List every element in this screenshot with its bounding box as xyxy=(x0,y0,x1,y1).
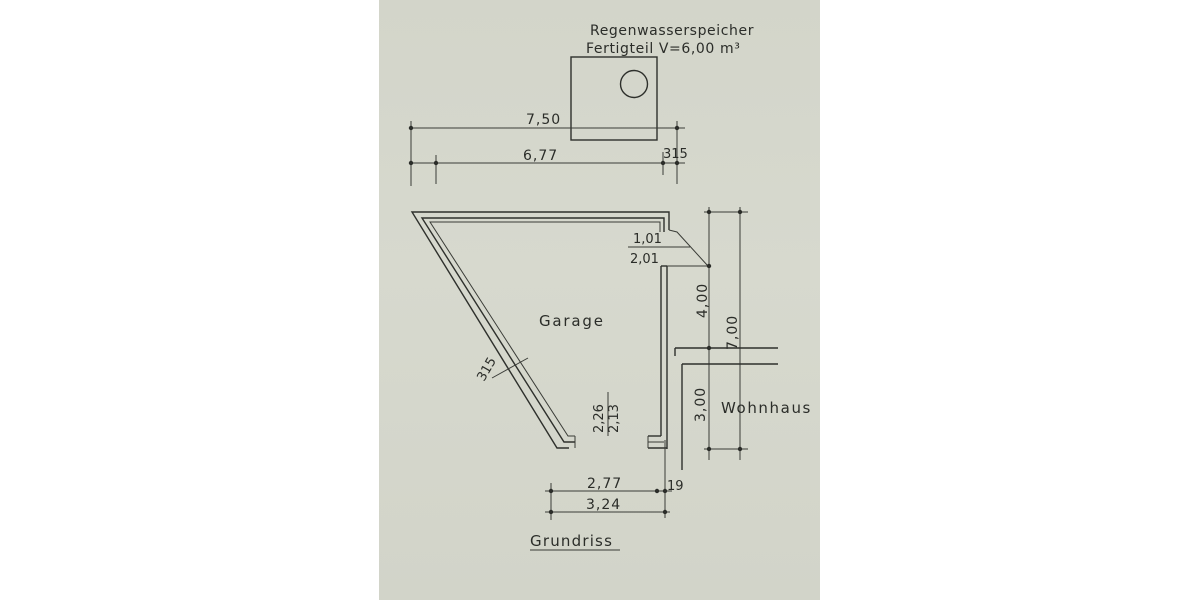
drawing-caption: Grundriss xyxy=(530,532,613,550)
tank-opening xyxy=(619,69,649,99)
dim-right-upper-label: 4,00 xyxy=(695,283,711,318)
dim-right-total-label: 7,00 xyxy=(725,315,741,350)
diag-wall-label: 315 xyxy=(474,355,499,384)
right-dimension-lines xyxy=(704,207,748,460)
dim-bottom-wall-label: 19 xyxy=(667,479,684,494)
tank-subtitle: Fertigteil V=6,00 m³ xyxy=(586,41,740,57)
bottom-dimension-lines xyxy=(545,440,672,520)
step-lower-label: 2,01 xyxy=(630,252,659,267)
garage-wall-inner xyxy=(429,221,661,437)
tank-title: Regenwasserspeicher xyxy=(590,23,754,39)
wall-step xyxy=(628,229,710,267)
house-label: Wohnhaus xyxy=(721,399,812,417)
dim-top-wall-label: 315 xyxy=(663,147,688,162)
diag-wall-tick xyxy=(491,357,529,379)
dim-inner-width-label: 6,77 xyxy=(523,148,558,164)
dim-bottom-inner-label: 2,77 xyxy=(587,476,622,492)
garage-label: Garage xyxy=(539,312,605,330)
dim-total-width-label: 7,50 xyxy=(526,112,561,128)
step-upper-label: 1,01 xyxy=(633,232,662,247)
top-dimension-lines xyxy=(408,121,685,186)
house-outline xyxy=(674,347,778,470)
garage-walls xyxy=(410,211,670,449)
garage-wall-outer xyxy=(410,211,670,449)
tank-outline xyxy=(570,56,658,141)
door-outer-label: 2,26 xyxy=(592,404,607,433)
dim-right-lower-label: 3,00 xyxy=(693,387,709,422)
garage-wall-middle xyxy=(420,217,665,443)
step-outline xyxy=(667,229,710,267)
paper-sheet xyxy=(379,0,820,600)
rainwater-tank xyxy=(570,56,658,141)
door-inner-label: 2,13 xyxy=(607,404,622,433)
dim-bottom-total-label: 3,24 xyxy=(586,497,621,513)
